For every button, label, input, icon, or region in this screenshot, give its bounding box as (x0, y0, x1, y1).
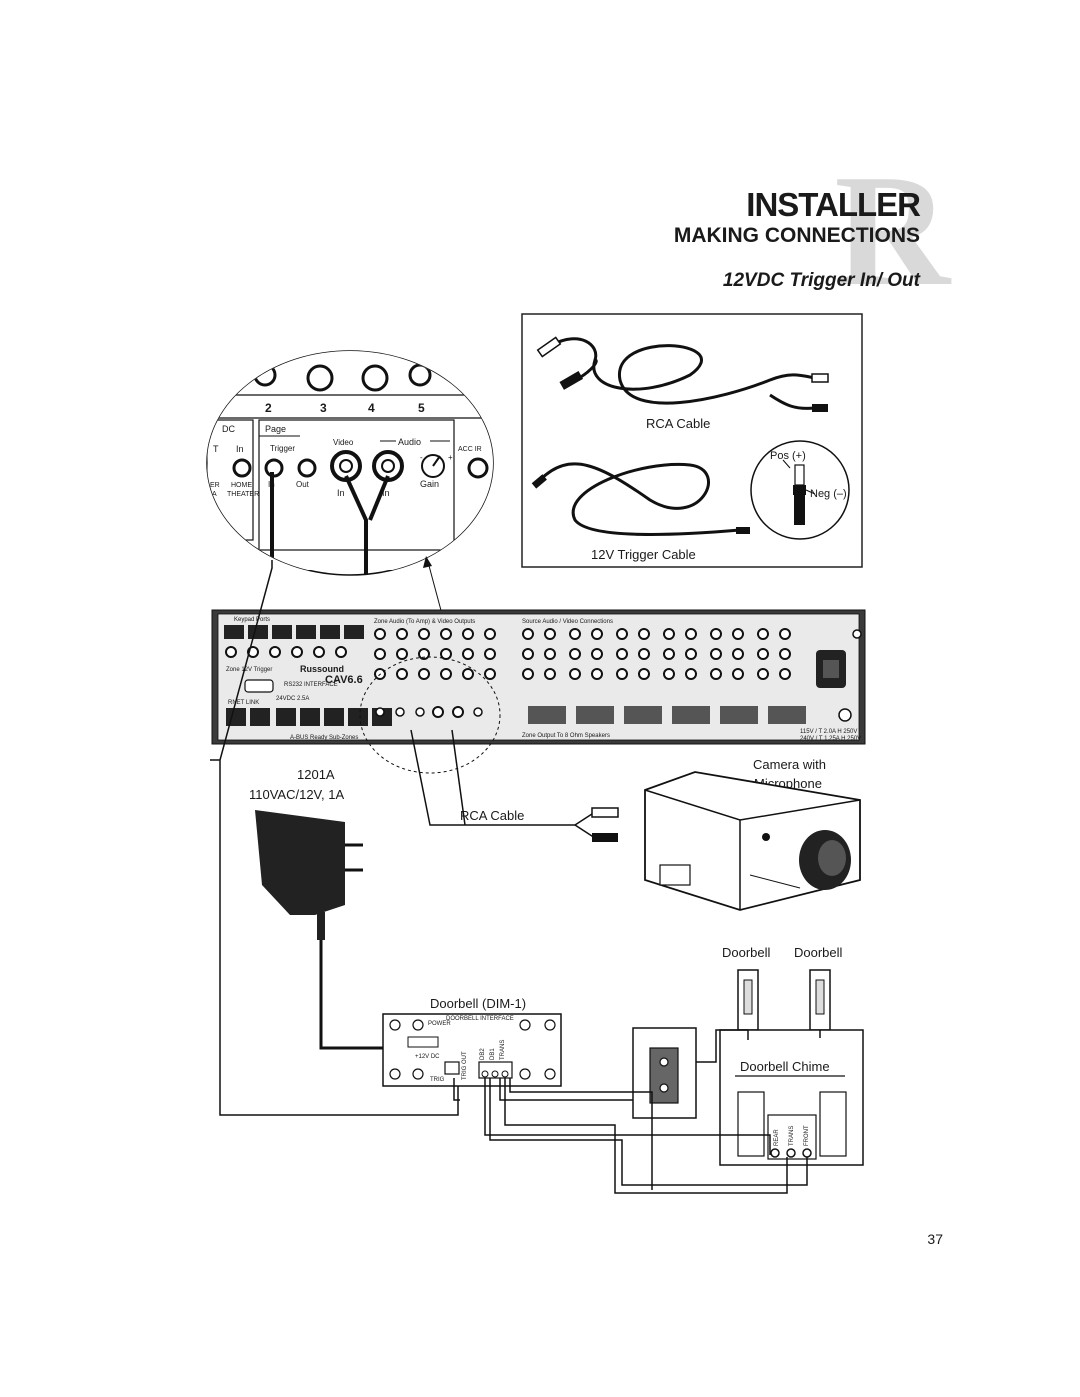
russound-logo-mark: R (834, 141, 950, 319)
dim-terminal-db1: DB1 (490, 1048, 496, 1060)
dim-terminal-db2: DB2 (480, 1048, 486, 1060)
zone-number-3: 3 (320, 401, 327, 415)
abus-label: A-BUS Ready Sub-Zones (290, 735, 358, 741)
page-subtitle: 12VDC Trigger In/ Out (722, 270, 920, 291)
inset-a-label: A (212, 491, 217, 498)
zone-audio-label: Zone Audio (To Amp) & Video Outputs (374, 619, 475, 625)
adapter-model: 1201A (297, 767, 335, 782)
inset-in-label-4: In (382, 488, 390, 498)
power-adapter: 1201A 110VAC/12V, 1A (249, 767, 407, 1055)
zone-number-4: 4 (368, 401, 375, 415)
dim-12vdc-label: +12V DC (415, 1054, 440, 1060)
inset-trigger-label: Trigger (270, 444, 295, 453)
section-title: INSTALLER (746, 186, 921, 223)
adapter-rating: 110VAC/12V, 1A (249, 787, 344, 802)
cables-box: RCA Cable 12V Trigger Cable Pos (+) Neg … (521, 313, 863, 568)
rca-cable-to-camera: RCA Cable (410, 729, 619, 842)
doorbell-label-1: Doorbell (722, 945, 771, 960)
rs232-label: RS232 INTERFACE (284, 682, 338, 688)
trigger-jacks (225, 646, 347, 658)
inset-in-label-3: In (337, 488, 345, 498)
zone-number-5: 5 (418, 401, 425, 415)
inset-video-label: Video (333, 438, 354, 447)
rear-panel: Keypad Ports Zone 12V Trigger Russound C… (211, 609, 866, 774)
model-label: CAV6.6 (325, 674, 363, 686)
chime-terminal-rear: REAR (774, 1129, 780, 1146)
inset-page-label: Page (265, 424, 286, 434)
keypad-port-row (224, 625, 364, 639)
doorbell-chime: Doorbell Chime REAR TRANS FRONT (719, 1029, 864, 1166)
inset-in-label-1: In (236, 444, 244, 454)
zone-trigger-label: Zone 12V Trigger (226, 667, 272, 673)
doorbell-wiring (453, 1029, 821, 1194)
svg-text:-: - (420, 453, 423, 462)
dim-terminal-trans: TRANS (500, 1040, 506, 1060)
camera: Camera with Microphone (644, 757, 861, 911)
chime-terminal-trans: TRANS (789, 1126, 795, 1146)
rca-cable-label-2: RCA Cable (460, 808, 524, 823)
inset-er-label: ER (210, 482, 220, 489)
dim-trig-out-label: TRIG OUT (462, 1051, 468, 1080)
chime-terminal-front: FRONT (804, 1125, 810, 1146)
source-audio-label: Source Audio / Video Connections (522, 619, 613, 625)
neg-label: Neg (–) (810, 488, 847, 500)
power-label-1: 115V / T 2.0A H 250V (800, 729, 857, 735)
page-number: 37 (927, 1231, 943, 1247)
speaker-terminal-blocks (528, 706, 806, 724)
zone-audio-jacks (374, 628, 496, 718)
inset-home-label: HOME (231, 482, 252, 489)
rnet-label: RNET LINK (228, 700, 259, 706)
subsection-title: MAKING CONNECTIONS (673, 224, 920, 247)
zone-output-label: Zone Output To 8 Ohm Speakers (522, 733, 610, 739)
power-label-2: 240V / T 1.25A H 250V (800, 736, 861, 742)
dim-power-label: POWER (428, 1021, 451, 1027)
inset-acc-label: ACC IR (458, 446, 482, 453)
svg-text:+: + (448, 453, 453, 462)
doorbell-interface-board: Doorbell (DIM-1) DOORBELL INTERFACE POWE… (382, 996, 562, 1087)
camera-label-1: Camera with (753, 757, 826, 772)
pos-label: Pos (+) (770, 450, 806, 462)
brand-label: Russound (300, 664, 344, 674)
doorbell-buttons: Doorbell Doorbell (722, 945, 843, 1031)
rca-cable-label: RCA Cable (646, 416, 710, 431)
inset-dc-label: DC (222, 424, 235, 434)
dim-trig-label: TRIG (430, 1077, 445, 1083)
inset-gain-label: Gain (420, 479, 439, 489)
inset-audio-label: Audio (398, 437, 421, 447)
source-jack-grid (522, 628, 791, 680)
doorbell-label-2: Doorbell (794, 945, 843, 960)
abus-port-row (226, 708, 392, 726)
voltage-label: 24VDC 2.5A (276, 696, 309, 702)
zoom-inset: 2 3 4 5 DC Page Trigger Video Audio ACC … (206, 350, 494, 671)
inset-out-label: Out (296, 480, 310, 489)
dim-board-title: DOORBELL INTERFACE (446, 1016, 514, 1022)
mounting-screws (389, 1019, 556, 1080)
keypad-ports-label: Keypad Ports (234, 617, 270, 623)
inset-theater-label: THEATER (227, 491, 259, 498)
chime-label: Doorbell Chime (740, 1059, 830, 1074)
zone-number-2: 2 (265, 401, 272, 415)
dim-label: Doorbell (DIM-1) (430, 996, 526, 1011)
transformer (632, 1027, 697, 1119)
inset-t-label: T (213, 444, 219, 454)
trigger-cable-label: 12V Trigger Cable (591, 547, 696, 562)
